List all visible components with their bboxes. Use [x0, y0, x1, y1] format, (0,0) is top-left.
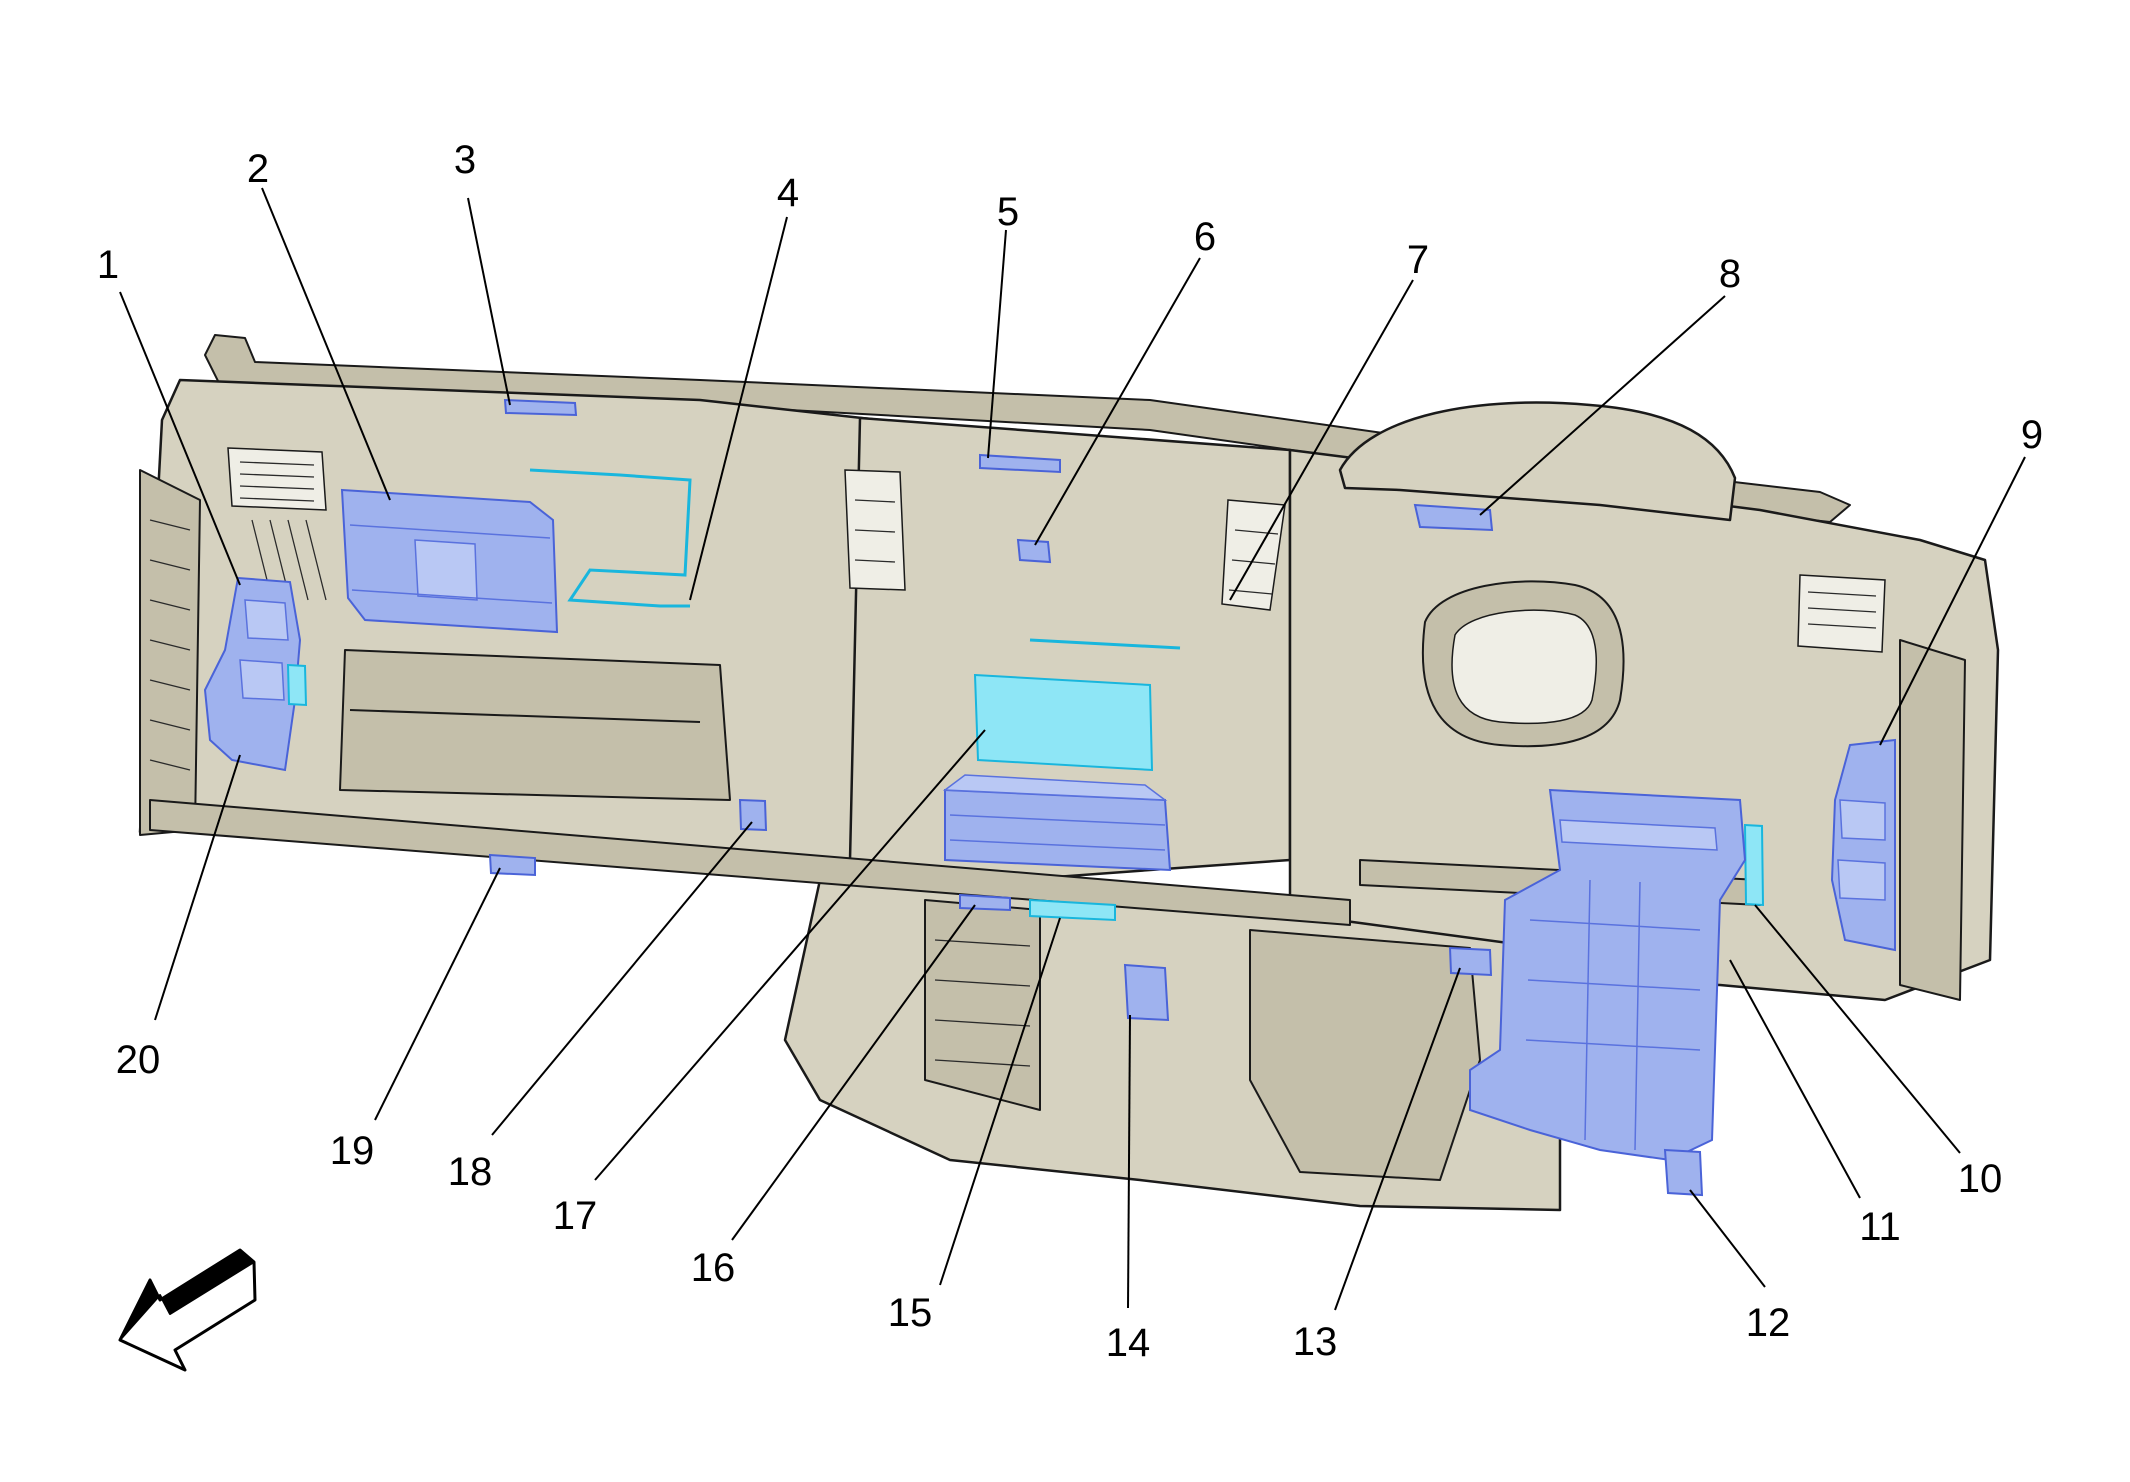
- leader-12: [1689, 1189, 1766, 1288]
- callout-18: 18: [448, 1150, 493, 1194]
- callout-14: 14: [1106, 1321, 1151, 1365]
- component-13: [1448, 946, 1493, 977]
- component-16: [959, 893, 1011, 912]
- callout-2: 2: [247, 147, 269, 191]
- callout-8: 8: [1719, 252, 1741, 296]
- leader-16: [731, 904, 976, 1241]
- component-8: [1413, 503, 1494, 532]
- front-direction-arrow-icon: [118, 1248, 257, 1372]
- callout-9: 9: [2021, 413, 2043, 457]
- highlighted-components: [203, 398, 1896, 1197]
- component-11-12: [1469, 788, 1747, 1197]
- right-vent-slats: [1807, 591, 1877, 629]
- component-15: [1029, 898, 1116, 922]
- leader-18: [491, 821, 753, 1136]
- leader-13: [1334, 967, 1461, 1311]
- leader-10: [1754, 904, 1961, 1154]
- leader-lines: [119, 187, 2026, 1311]
- leader-9: [1879, 456, 2026, 746]
- instrument-panel-body: [138, 334, 2000, 1212]
- callout-15: 15: [888, 1291, 933, 1335]
- callout-7: 7: [1407, 238, 1429, 282]
- leader-1: [119, 291, 241, 586]
- leader-7: [1229, 279, 1414, 601]
- cyan-harness-upper: [529, 468, 692, 608]
- callout-3: 3: [454, 138, 476, 182]
- callout-1: 1: [97, 243, 119, 287]
- leader-5: [987, 229, 1007, 459]
- center-lower-grille: [934, 939, 1031, 1067]
- component-18: [738, 798, 768, 832]
- left-vent-slats: [239, 461, 315, 502]
- leader-20: [154, 754, 241, 1021]
- leader-11: [1729, 959, 1861, 1199]
- callout-19: 19: [330, 1129, 375, 1173]
- leader-8: [1479, 295, 1726, 516]
- leader-15: [939, 917, 1061, 1286]
- leader-4: [689, 216, 788, 601]
- callout-20: 20: [116, 1038, 161, 1082]
- leader-19: [374, 867, 501, 1121]
- component-1: [203, 576, 308, 772]
- callout-labels: 1 2 3 4 5 6 7 8 9 10 11 12 13 14 15 16 1…: [97, 138, 2043, 1365]
- component-9: [1830, 738, 1896, 952]
- component-3: [503, 398, 578, 417]
- callout-13: 13: [1293, 1320, 1338, 1364]
- callout-6: 6: [1194, 215, 1216, 259]
- component-14: [1123, 963, 1170, 1022]
- leader-3: [467, 197, 511, 406]
- left-side-grille: [149, 519, 191, 771]
- component-19: [488, 853, 536, 877]
- callout-4: 4: [777, 171, 799, 215]
- component-2: [340, 488, 559, 634]
- component-17: [942, 638, 1181, 872]
- leader-2: [261, 187, 391, 501]
- callout-17: 17: [553, 1194, 598, 1238]
- callout-16: 16: [691, 1246, 736, 1290]
- component-5: [979, 453, 1061, 474]
- component-6: [1016, 538, 1052, 564]
- leader-14: [1127, 1014, 1131, 1309]
- leader-6: [1034, 257, 1201, 546]
- leader-17: [594, 729, 986, 1181]
- callout-10: 10: [1958, 1157, 2003, 1201]
- callout-11: 11: [1859, 1205, 1901, 1249]
- component-10: [1743, 823, 1765, 907]
- callout-5: 5: [997, 190, 1019, 234]
- callout-12: 12: [1746, 1301, 1791, 1345]
